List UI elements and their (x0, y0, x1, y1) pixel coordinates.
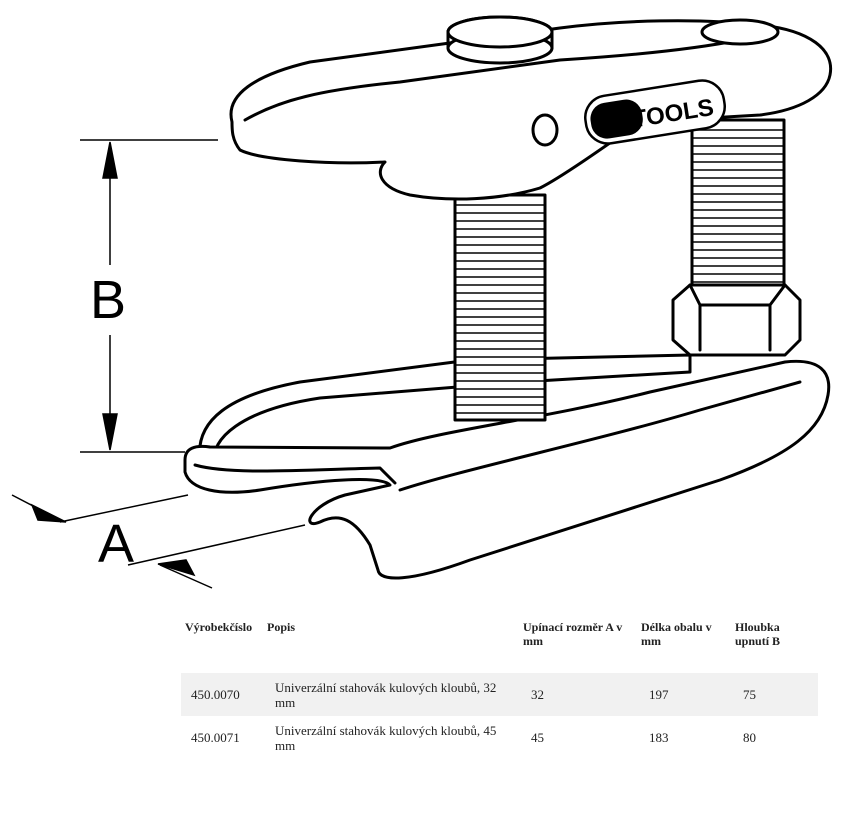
header-description: Popis (267, 620, 296, 634)
cell-length: 183 (649, 730, 669, 745)
brand-logo: KSTOOLS (584, 79, 726, 145)
ball-joint-puller-illustration: KSTOOLS B A (11, 15, 833, 589)
header-part-no: Výrobekčíslo (185, 620, 253, 634)
cell-part-no: 450.0071 (191, 730, 240, 745)
left-spindle (453, 193, 547, 422)
right-spindle-threads (691, 129, 785, 291)
table-row: 450.0070 Univerzální stahovák kulových k… (181, 673, 818, 716)
cell-clamp-a: 32 (519, 673, 637, 716)
table-row: 450.0071 Univerzální stahovák kulových k… (181, 716, 818, 759)
dimension-b (80, 139, 218, 453)
dimension-a-label: A (98, 514, 134, 574)
header-clamp-a: Upínací rozměr A v mm (523, 620, 623, 648)
cell-clamp-a: 45 (531, 730, 544, 745)
lower-fork-arm (198, 353, 692, 464)
lower-jaw-inner (398, 380, 802, 492)
header-depth-b: Hloubka upnutí B (735, 620, 781, 648)
lower-jaw-ridge (193, 463, 397, 485)
cell-length: 197 (637, 673, 731, 716)
pin-hole (531, 113, 559, 147)
left-spindle-threads (454, 204, 546, 414)
dimension-b-label: B (90, 270, 126, 330)
cell-part-no: 450.0070 (181, 673, 263, 716)
upper-boss-right (700, 18, 780, 46)
dimension-a (11, 494, 306, 589)
cell-description: Univerzální stahovák kulových kloubů, 32… (263, 673, 519, 716)
hex-nut (671, 283, 802, 357)
cell-depth-b: 80 (743, 730, 756, 745)
cell-description: Univerzální stahovák kulových kloubů, 45… (275, 722, 497, 753)
spec-table: Výrobekčíslo Popis Upínací rozměr A v mm… (181, 612, 818, 759)
table-header-row: Výrobekčíslo Popis Upínací rozměr A v mm… (181, 612, 818, 673)
header-length: Délka obalu v mm (641, 620, 712, 648)
lower-jaw (183, 359, 831, 580)
cell-depth-b: 75 (731, 673, 818, 716)
upper-arm-ridge (243, 38, 742, 122)
